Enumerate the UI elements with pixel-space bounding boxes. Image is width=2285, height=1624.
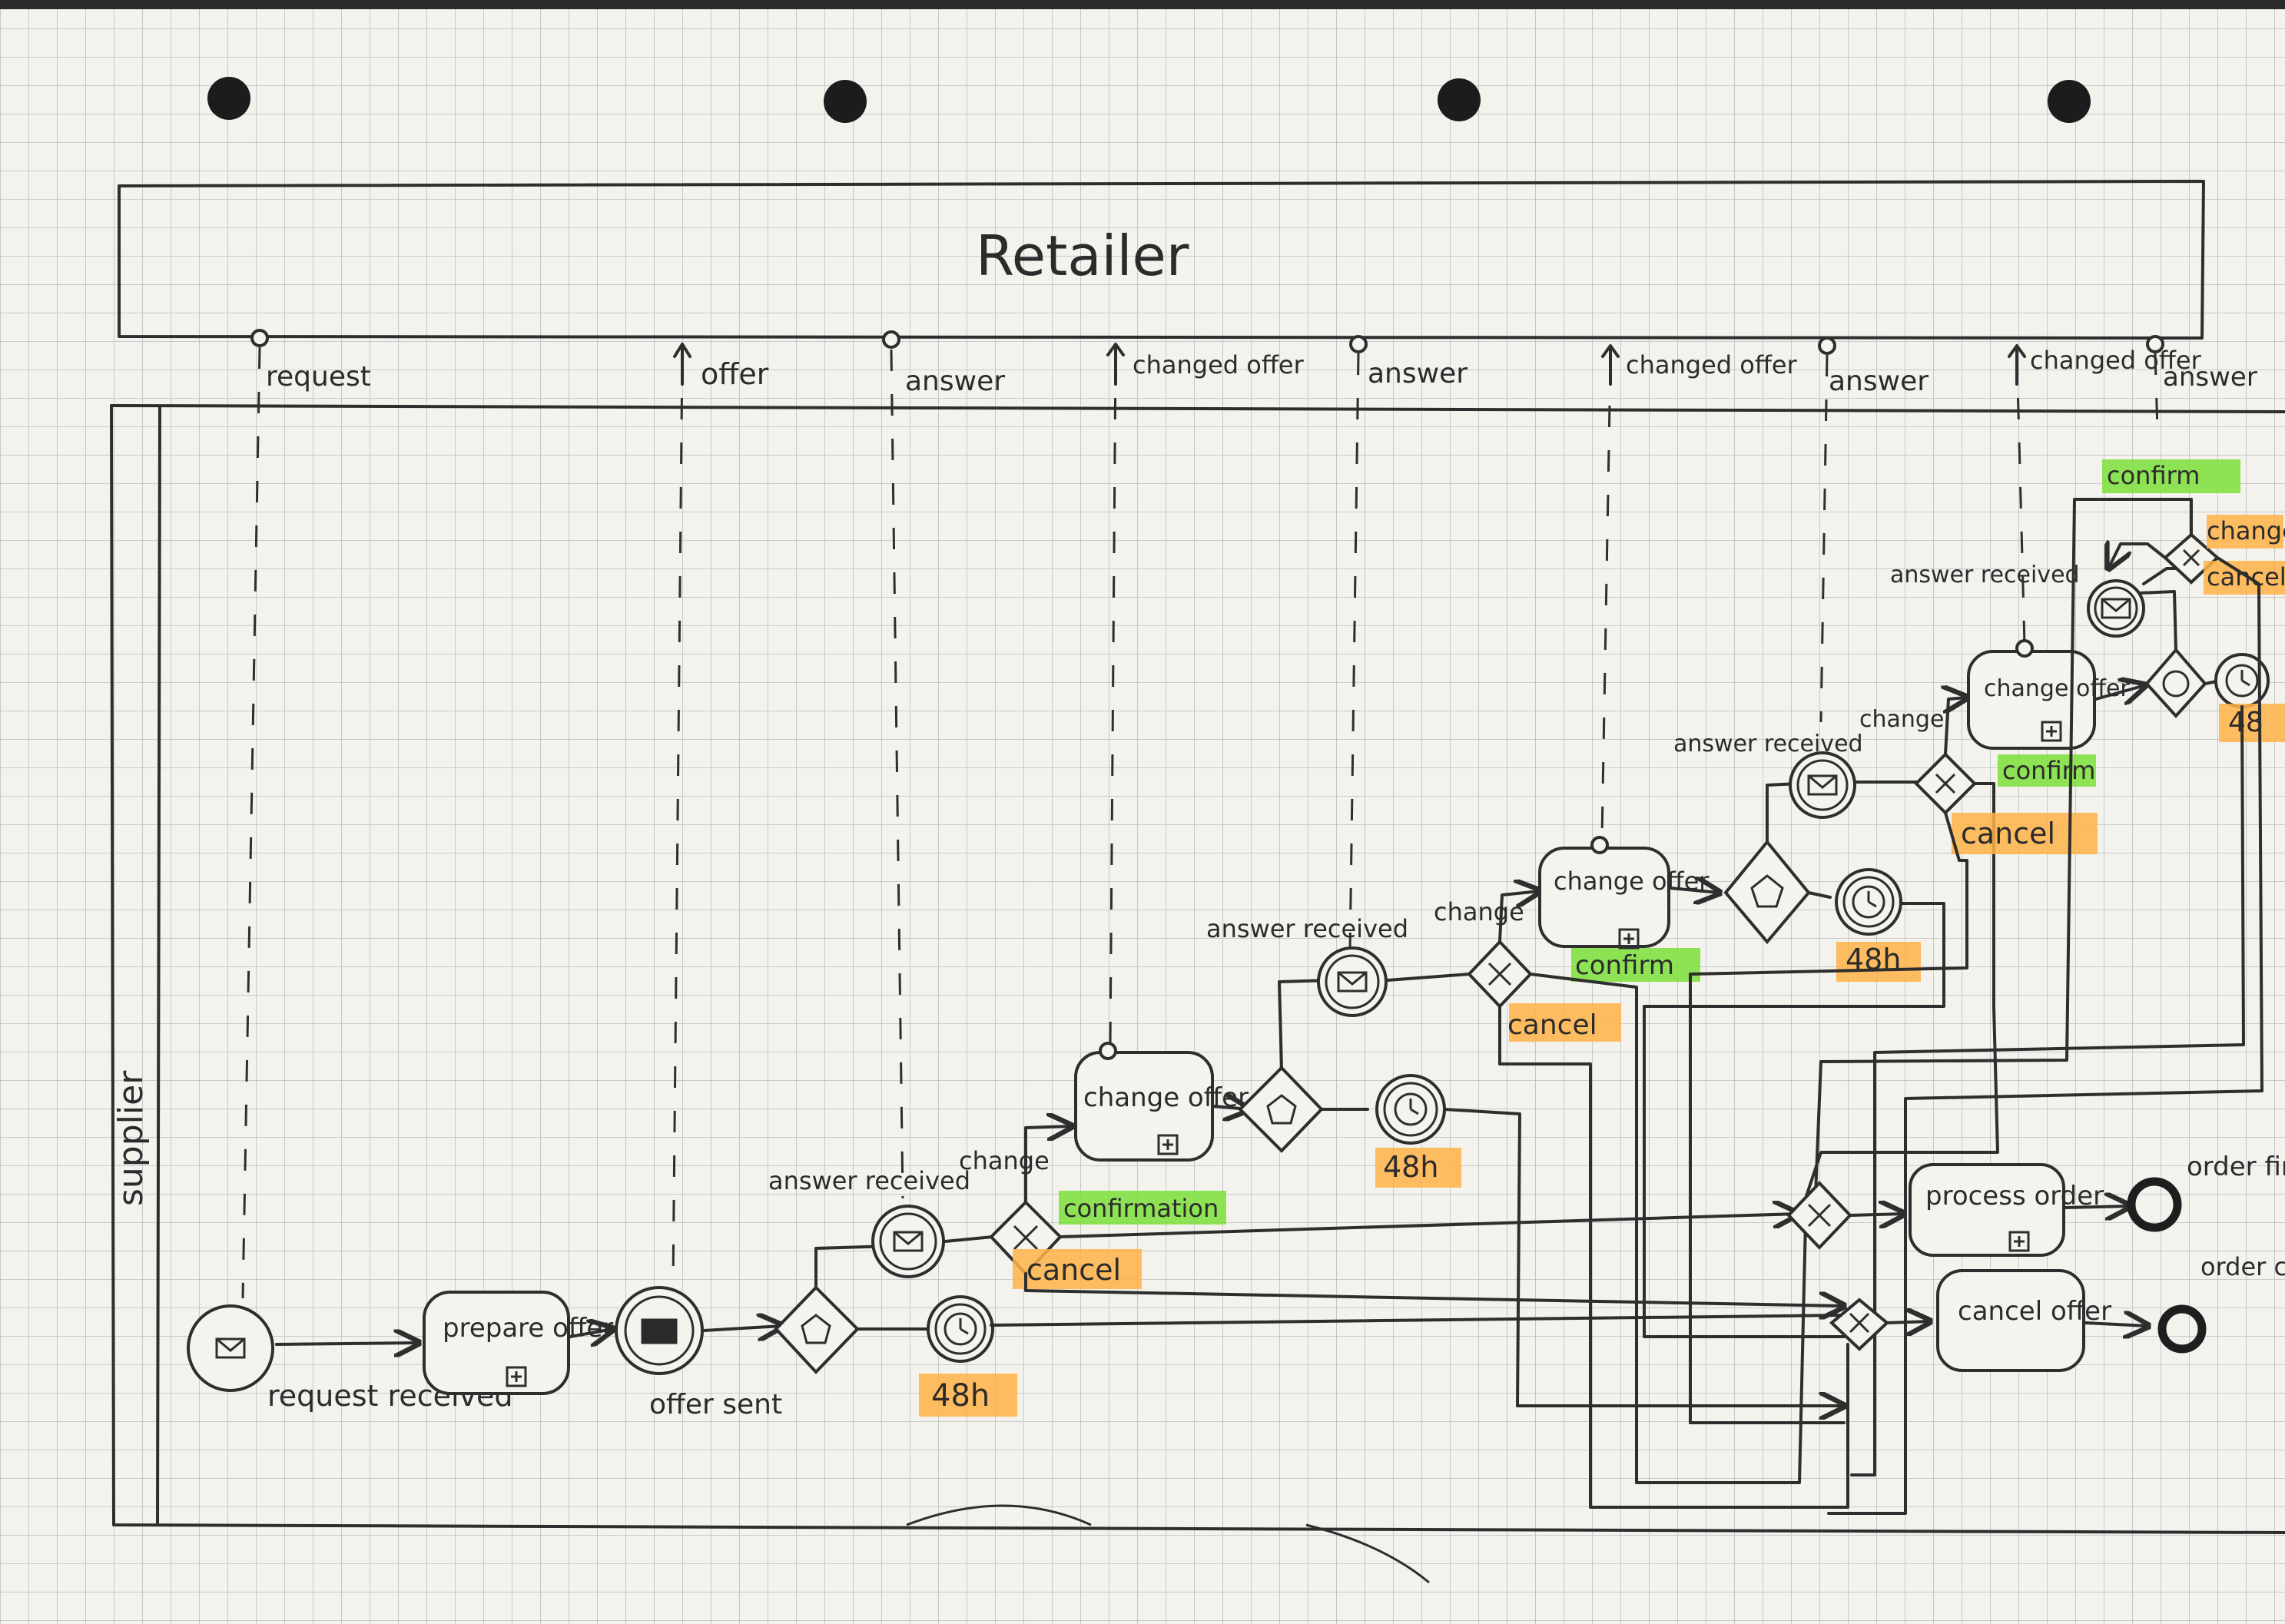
message-label-request: request — [266, 361, 371, 393]
punch-hole — [1438, 78, 1481, 121]
message-origin — [1349, 335, 1368, 353]
start-event-request-received — [187, 1304, 274, 1392]
flow-label-change-2: change — [1434, 897, 1524, 926]
top-edge — [0, 0, 2285, 9]
highlight-confirm-3 — [1998, 754, 2096, 787]
supplier-lane-title: supplier — [111, 1070, 151, 1206]
event-based-gateway-2 — [1238, 1066, 1324, 1153]
end-event-order-finished — [2127, 1177, 2182, 1232]
merge-gateway-cancel — [1829, 1298, 1890, 1351]
highlight-cancel-1 — [1013, 1249, 1142, 1289]
timer-event-3: 48h — [1835, 868, 1921, 982]
timer-label-4: 48 — [2228, 707, 2263, 738]
end-event-order-cancelled — [2157, 1304, 2207, 1354]
message-origin — [2146, 335, 2164, 353]
retailer-pool-title: Retailer — [976, 224, 1189, 288]
task-change-offer-2: change offer — [1538, 836, 1710, 950]
flow-label-confirm-3: confirm — [2002, 756, 2095, 785]
message-label-answer-1: answer — [905, 366, 1005, 397]
highlight-cancel-3 — [1952, 813, 2098, 854]
task-prepare-offer: prepare offer — [423, 1291, 613, 1395]
event-label-order-finished: order finished — [2187, 1152, 2285, 1182]
task-label-change-offer-2: change offer — [1554, 867, 1710, 896]
supplier-pool: supplier — [110, 404, 2285, 1534]
highlight-confirm-2 — [1571, 948, 1700, 982]
message-label-answer-4: answer — [2163, 362, 2257, 393]
event-label-answer-received-2: answer received — [1206, 914, 1408, 943]
catch-event-answer-received-4 — [2087, 579, 2145, 638]
catch-event-answer-received-3 — [1789, 751, 1856, 819]
message-label-changed-offer-2: changed offer — [1626, 350, 1798, 379]
event-label-answer-received-4: answer received — [1890, 562, 2080, 588]
highlight-confirm-4 — [2102, 459, 2240, 493]
highlight-cancel-4 — [2204, 561, 2285, 595]
message-label-changed-offer-1: changed offer — [1133, 350, 1305, 379]
flow-label-confirm-4: confirm — [2107, 461, 2200, 490]
flow-label-change-4: change — [2207, 516, 2285, 545]
highlight-change-4 — [2207, 515, 2283, 549]
flow-label-change-3: change — [1859, 706, 1944, 733]
pencil-curve — [1305, 1523, 1430, 1584]
highlight-confirmation-1 — [1059, 1191, 1226, 1225]
message-label-changed-offer-3: changed offer — [2030, 346, 2202, 375]
message-origin — [250, 329, 269, 347]
message-flows: request offer answer changed offer answe… — [241, 329, 2257, 1299]
highlight-cancel-2 — [1509, 1003, 1621, 1042]
timer-label-2: 48h — [1383, 1150, 1438, 1184]
event-label-answer-received-1: answer received — [768, 1166, 970, 1195]
flow-label-cancel-2: cancel — [1507, 1009, 1597, 1041]
event-label-offer-sent: offer sent — [649, 1389, 782, 1420]
catch-event-answer-received-2 — [1317, 946, 1388, 1017]
task-label-change-offer-3: change offer — [1984, 675, 2130, 702]
task-change-offer-1: change offer — [1074, 1042, 1249, 1162]
event-based-gateway-4 — [2144, 647, 2207, 718]
flow-label-change-1: change — [959, 1146, 1050, 1175]
punch-hole — [207, 77, 250, 120]
task-label-prepare-offer: prepare offer — [443, 1313, 613, 1344]
exclusive-gateway-4 — [2163, 532, 2220, 585]
message-label-answer-2: answer — [1368, 358, 1468, 389]
retailer-pool: Retailer — [118, 180, 2205, 340]
punch-hole — [2048, 80, 2091, 123]
timer-event-2: 48h — [1375, 1074, 1461, 1188]
flow-label-confirm-2: confirm — [1575, 950, 1674, 981]
event-based-gateway-3 — [1723, 839, 1811, 945]
timer-label-1: 48h — [931, 1378, 990, 1414]
timer-event-4: 48 — [2214, 653, 2285, 742]
message-origin — [882, 330, 900, 349]
message-label-answer-3: answer — [1829, 366, 1928, 397]
event-based-gateway-1 — [774, 1285, 860, 1374]
flow-label-cancel-1: cancel — [1026, 1253, 1121, 1287]
flow-label-cancel-3: cancel — [1961, 817, 2055, 850]
filled-envelope-icon — [641, 1318, 678, 1344]
catch-event-answer-received-1 — [871, 1205, 945, 1278]
event-label-answer-received-3: answer received — [1673, 731, 1863, 757]
flow-label-confirmation-1: confirmation — [1063, 1194, 1219, 1223]
task-process-order: process order — [1909, 1163, 2104, 1257]
timer-event-1: 48h — [919, 1295, 1017, 1417]
event-label-order-cancelled: order cancelled — [2200, 1252, 2285, 1281]
merge-gateway-confirm — [1786, 1181, 1852, 1250]
message-label-offer: offer — [701, 357, 769, 391]
message-origin — [1818, 336, 1836, 355]
throw-event-offer-sent — [615, 1286, 704, 1375]
punch-hole — [824, 80, 867, 123]
task-cancel-offer: cancel offer — [1936, 1269, 2111, 1372]
pencil-curve — [906, 1504, 1092, 1526]
